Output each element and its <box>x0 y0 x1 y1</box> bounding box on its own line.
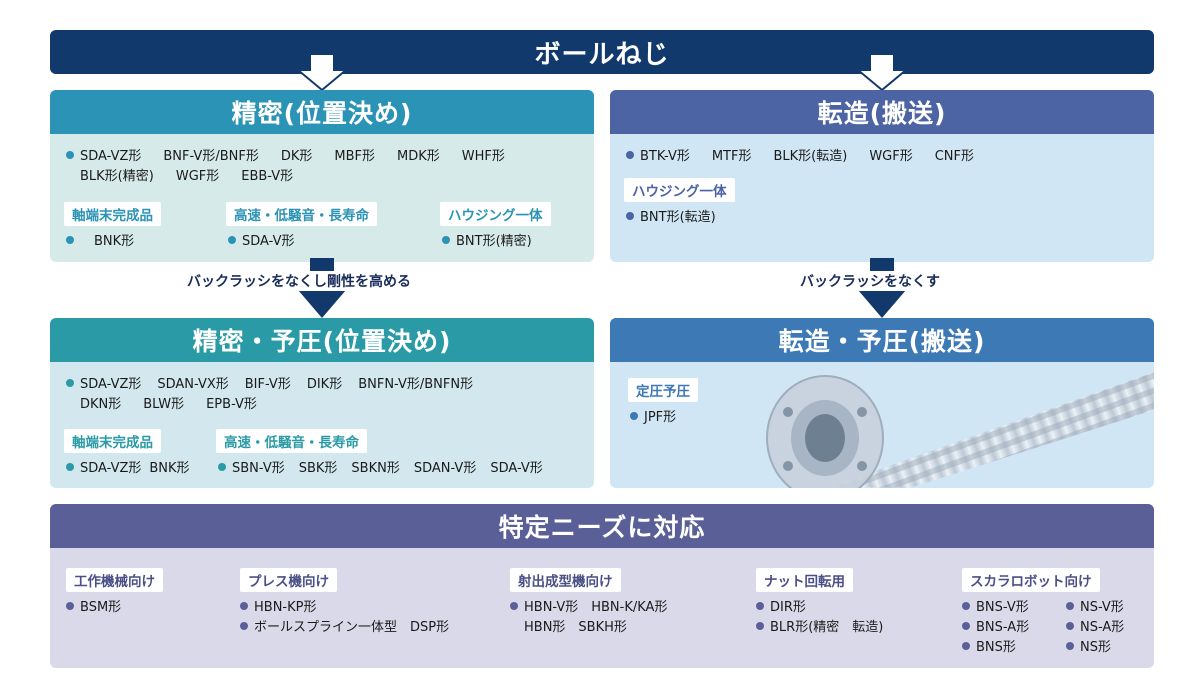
arrow-right-caption: バックラッシをなくす <box>796 271 944 291</box>
ball-screw-illustration <box>766 372 1154 488</box>
rolled-preload-header: 転造・予圧(搬送) <box>610 318 1154 362</box>
rolled-subgroup: ハウジング一体 BNT形(転造) <box>624 178 735 228</box>
special-group-injection: 射出成型機向け HBN-V形 HBN-K/KA形 HBN形 SBKH形 <box>510 568 667 638</box>
bullet-icon <box>240 602 248 610</box>
bullet-icon <box>66 379 74 387</box>
precision-subgroup-2: 高速・低騒音・長寿命 SDA-V形 <box>226 202 377 252</box>
special-panel: 特定ニーズに対応 工作機械向け BSM形 プレス機向け HBN-KP形 ボールス… <box>50 504 1154 668</box>
precision-preload-header: 精密・予圧(位置決め) <box>50 318 594 362</box>
bullet-icon <box>962 642 970 650</box>
precision-header: 精密(位置決め) <box>50 90 594 134</box>
bullet-icon <box>756 622 764 630</box>
bullet-icon <box>442 236 450 244</box>
rolled-preload-subgroup: 定圧予圧 JPF形 <box>628 378 698 428</box>
rolled-header: 転造(搬送) <box>610 90 1154 134</box>
special-header-text: 特定ニーズに対応 <box>498 513 706 542</box>
bullet-icon <box>756 602 764 610</box>
special-header: 特定ニーズに対応 <box>50 504 1154 548</box>
bullet-icon <box>1066 622 1074 630</box>
bullet-icon <box>66 602 74 610</box>
bullet-icon <box>962 602 970 610</box>
precision-subgroup-1: 軸端末完成品 BNK形 <box>64 202 161 252</box>
precision-subgroup-3: ハウジング一体 BNT形(精密) <box>440 202 551 252</box>
bullet-icon <box>218 463 226 471</box>
top-banner: ボールねじ <box>50 30 1154 74</box>
bullet-icon <box>66 236 74 244</box>
arrow-left-caption: バックラッシをなくし剛性を高める <box>183 271 415 291</box>
bullet-icon <box>626 151 634 159</box>
page-title: ボールねじ <box>534 39 670 70</box>
arrow-down-icon <box>856 53 908 92</box>
bullet-icon <box>1066 642 1074 650</box>
bullet-icon <box>962 622 970 630</box>
bullet-icon <box>626 212 634 220</box>
bullet-icon <box>510 602 518 610</box>
precision-header-text: 精密(位置決め) <box>231 99 413 128</box>
rolled-preload-panel: 転造・予圧(搬送) 定圧予圧 JPF形 <box>610 318 1154 488</box>
rolled-header-text: 転造(搬送) <box>817 99 947 128</box>
bullet-icon <box>66 463 74 471</box>
arrow-down-icon <box>296 53 348 92</box>
bullet-icon <box>1066 602 1074 610</box>
special-group-nut-rotation: ナット回転用 DIR形 BLR形(精密 転造) <box>756 568 883 638</box>
special-group-machine-tool: 工作機械向け BSM形 <box>66 568 163 618</box>
bullet-icon <box>240 622 248 630</box>
bullet-icon <box>228 236 236 244</box>
bullet-icon <box>66 151 74 159</box>
rolled-preload-header-text: 転造・予圧(搬送) <box>778 327 986 356</box>
special-group-press: プレス機向け HBN-KP形 ボールスプライン一体型 DSP形 <box>240 568 449 638</box>
precision-preload-header-text: 精密・予圧(位置決め) <box>192 327 452 356</box>
special-group-scara: スカラロボット向け BNS-V形 BNS-A形 BNS形 NS-V形 NS-A形… <box>962 568 1148 658</box>
bullet-icon <box>630 412 638 420</box>
